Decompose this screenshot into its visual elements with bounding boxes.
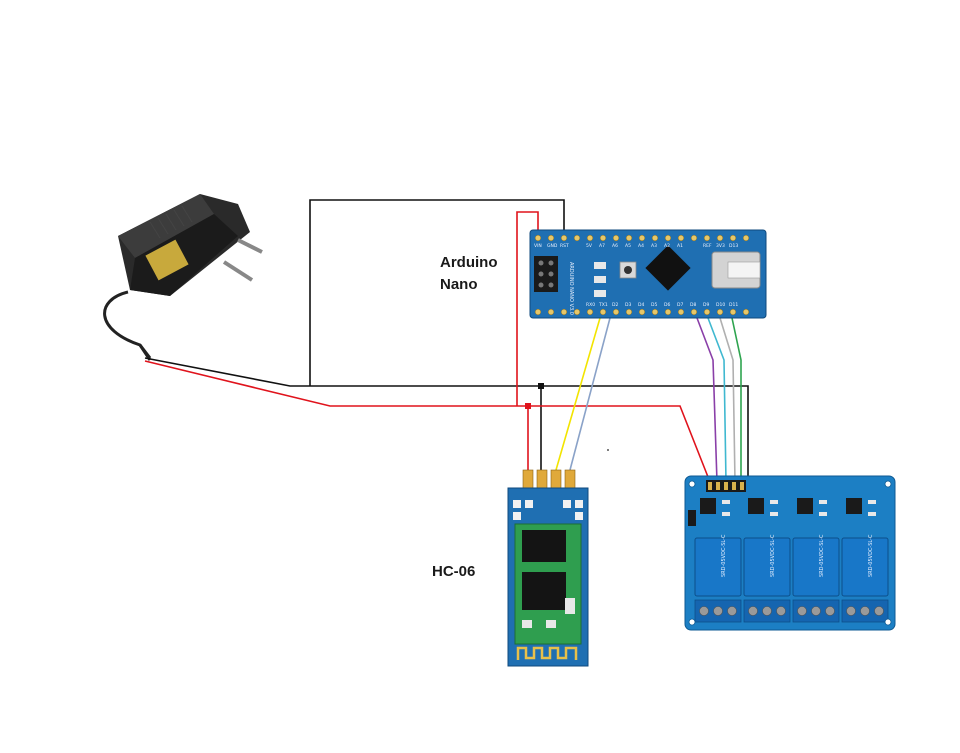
- svg-text:A3: A3: [651, 243, 657, 249]
- arduino-nano-board: ARDUINO NANO V3.0 VIN GND RST 5V A7 A6 A…: [529, 229, 767, 319]
- svg-text:A2: A2: [664, 243, 670, 249]
- hc06-module: [507, 469, 589, 667]
- gnd-wire-main: [144, 357, 749, 482]
- svg-text:D9: D9: [703, 302, 709, 308]
- tx-wire: [555, 317, 601, 471]
- svg-text:D8: D8: [690, 302, 696, 308]
- svg-text:A5: A5: [625, 243, 631, 249]
- relay-2: SRD-05VDC-SL-C: [743, 534, 791, 597]
- svg-text:TX1: TX1: [598, 302, 608, 308]
- svg-text:D13: D13: [729, 243, 738, 249]
- bt-chip-1: [522, 530, 566, 562]
- relay-wire-in3: [719, 317, 736, 483]
- adapter-cable: [103, 290, 152, 359]
- svg-text:A4: A4: [638, 243, 644, 249]
- svg-text:D6: D6: [664, 302, 670, 308]
- top-pin-labels: VIN GND RST 5V A7 A6 A5 A4 A3 A2 A1 REF …: [534, 243, 738, 249]
- svg-text:RST: RST: [560, 243, 569, 249]
- svg-text:3V3: 3V3: [716, 243, 725, 249]
- svg-text:SRD-05VDC-SL-C: SRD-05VDC-SL-C: [721, 534, 727, 577]
- relay-wire-in1: [696, 317, 718, 483]
- icsp-header: [534, 256, 558, 292]
- relay-wire-in2: [707, 317, 727, 483]
- relay-module: SRD-05VDC-SL-C SRD-05VDC-SL-C SRD-05VDC-…: [684, 475, 896, 631]
- svg-text:D3: D3: [625, 302, 631, 308]
- svg-text:SRD-05VDC-SL-C: SRD-05VDC-SL-C: [819, 534, 825, 577]
- arduino-nano-label: Arduino Nano: [440, 254, 498, 293]
- svg-text:GND: GND: [547, 243, 558, 249]
- relay-1: SRD-05VDC-SL-C: [694, 534, 742, 597]
- vcc-wire-main: [144, 360, 711, 483]
- power-adapter: [103, 194, 263, 361]
- svg-text:VIN: VIN: [534, 243, 542, 249]
- svg-text:A6: A6: [612, 243, 618, 249]
- svg-text:RX0: RX0: [586, 302, 595, 308]
- screw-terminals: [694, 599, 889, 623]
- svg-text:SRD-05VDC-SL-C: SRD-05VDC-SL-C: [868, 534, 874, 577]
- relay-4: SRD-05VDC-SL-C: [841, 534, 889, 597]
- svg-text:A7: A7: [599, 243, 605, 249]
- vcc-wire-loop: [516, 211, 539, 406]
- svg-text:D5: D5: [651, 302, 657, 308]
- hc06-label: HC-06: [432, 563, 476, 580]
- svg-text:D4: D4: [638, 302, 644, 308]
- svg-text:D7: D7: [677, 302, 683, 308]
- relay-wire-in4: [731, 317, 742, 482]
- rx-wire: [569, 317, 611, 471]
- antenna-trace: [516, 646, 578, 660]
- svg-text:D2: D2: [612, 302, 618, 308]
- svg-text:D10: D10: [716, 302, 725, 308]
- bt-chip-2: [522, 572, 566, 610]
- black-wires: [144, 199, 749, 482]
- svg-text:D11: D11: [729, 302, 738, 308]
- board-brand-text: ARDUINO NANO V3.0: [568, 262, 574, 315]
- svg-text:5V: 5V: [586, 243, 593, 249]
- relay-3: SRD-05VDC-SL-C: [792, 534, 840, 597]
- svg-text:A1: A1: [677, 243, 683, 249]
- bottom-pin-labels: RX0 TX1 D2 D3 D4 D5 D6 D7 D8 D9 D10 D11: [586, 302, 738, 308]
- gnd-wire-loop: [309, 199, 565, 386]
- svg-text:REF: REF: [703, 243, 712, 249]
- svg-text:SRD-05VDC-SL-C: SRD-05VDC-SL-C: [770, 534, 776, 577]
- red-wires: [144, 211, 711, 483]
